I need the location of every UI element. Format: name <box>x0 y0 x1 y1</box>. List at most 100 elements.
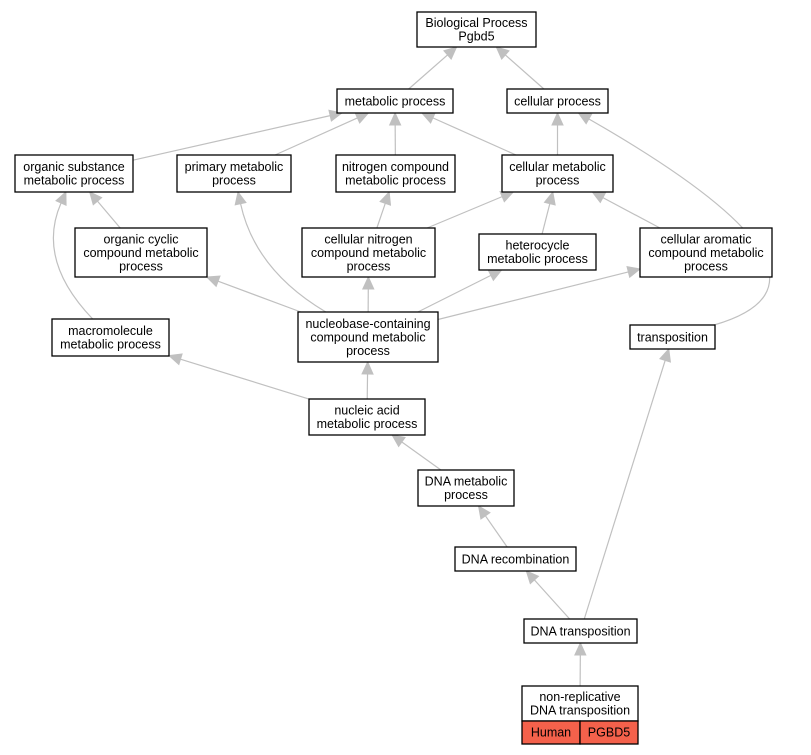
node-label-line: metabolic process <box>60 338 161 352</box>
arrowhead-dna_metabolic_process-to-nucleic_acid_metabolic_process <box>391 434 406 448</box>
node-label-line: process <box>444 488 488 502</box>
node-box <box>301 227 436 278</box>
node-label-line: nitrogen compound <box>342 160 449 174</box>
annotation-row: Human PGBD5 <box>521 720 639 745</box>
node-box <box>523 618 638 644</box>
node-label-line: Biological Process <box>425 16 527 30</box>
node-label-line: process <box>536 174 580 188</box>
arrowhead-cellular_nitrogen_compound_metabolic_process-to-cellular_metabolic_process <box>499 191 515 203</box>
edge-dna_recombination-to-dna_metabolic_process <box>484 515 508 548</box>
edge-nucleic_acid_metabolic_process-to-macromolecule_metabolic_process <box>180 358 310 400</box>
node-label-line: cellular metabolic <box>509 160 606 174</box>
node-box <box>308 398 426 436</box>
node-box <box>176 154 292 193</box>
edge-primary_metabolic_process-to-metabolic_process <box>274 117 358 156</box>
arrowhead-dna_transposition-to-dna_recombination <box>525 570 540 585</box>
edge-dna_transposition-to-transposition <box>583 360 666 620</box>
edge-nucleobase_containing_compound_metabolic_process-to-cellular_aromatic_compound_metabolic_process <box>437 271 629 321</box>
node-label-line: compound metabolic <box>310 330 425 344</box>
arrowhead-primary_metabolic_process-to-metabolic_process <box>354 112 370 124</box>
edge-dna_transposition-to-dna_recombination <box>533 579 571 620</box>
node-label-line: DNA metabolic <box>425 475 508 489</box>
node-label-line: DNA transposition <box>530 704 630 718</box>
node-label-line: metabolic process <box>345 174 446 188</box>
arrowhead-cellular_aromatic_compound_metabolic_process-to-cellular_metabolic_process <box>591 191 607 204</box>
node-box <box>501 154 614 193</box>
edge-cellular_process-to-biological_process <box>504 54 545 90</box>
node-box <box>506 88 609 114</box>
node-label-line: metabolic process <box>317 417 418 431</box>
edge-macromolecule_metabolic_process-to-organic_substance_metabolic_process <box>52 202 94 320</box>
node-label-line: cellular aromatic <box>660 232 751 246</box>
node-metabolic-process[interactable]: metabolic process <box>336 88 454 114</box>
arrowhead-macromolecule_metabolic_process-to-organic_substance_metabolic_process <box>55 190 67 206</box>
arrowhead-nucleobase_containing_compound_metabolic_process-to-cellular_nitrogen_compound_metabolic_process <box>362 275 375 290</box>
edge-nucleobase_containing_compound_metabolic_process-to-primary_metabolic_process <box>239 203 327 313</box>
arrowhead-nucleobase_containing_compound_metabolic_process-to-organic_cyclic_compound_metabolic_process <box>205 275 221 288</box>
edge-cellular_metabolic_process-to-metabolic_process <box>432 117 517 156</box>
node-transposition[interactable]: transposition <box>629 324 716 350</box>
node-dna-recombination[interactable]: DNA recombination <box>454 546 577 572</box>
arrowhead-nucleobase_containing_compound_metabolic_process-to-cellular_aromatic_compound_metabolic_process <box>626 265 642 279</box>
node-label-line: process <box>212 174 256 188</box>
node-label-line: process <box>119 259 163 273</box>
annotation-gene-cell <box>579 720 639 745</box>
edge-metabolic_process-to-biological_process <box>408 54 448 90</box>
node-cellular-process[interactable]: cellular process <box>506 88 609 114</box>
annotation-species-label: Human <box>531 726 571 740</box>
arrowhead-metabolic_process-to-biological_process <box>443 46 458 60</box>
node-label-line: heterocycle <box>506 239 570 253</box>
arrowhead-cellular_process-to-biological_process <box>495 46 510 60</box>
edge-dna_metabolic_process-to-nucleic_acid_metabolic_process <box>401 441 442 471</box>
edges <box>52 46 771 687</box>
node-label-line: compound metabolic <box>648 246 763 260</box>
node-label-line: cellular nitrogen <box>324 232 412 246</box>
arrowhead-cellular_metabolic_process-to-metabolic_process <box>420 112 436 124</box>
edge-cellular_nitrogen_compound_metabolic_process-to-cellular_metabolic_process <box>426 196 503 229</box>
edge-organic_cyclic_compound_metabolic_process-to-organic_substance_metabolic_process <box>96 200 121 229</box>
arrowhead-nitrogen_compound_metabolic_process-to-metabolic_process <box>388 111 402 126</box>
node-dna-transposition[interactable]: DNA transposition <box>523 618 638 644</box>
arrowhead-transposition-to-cellular_process <box>577 112 593 125</box>
edge-organic_substance_metabolic_process-to-metabolic_process <box>132 115 331 161</box>
node-box <box>478 233 597 271</box>
node-label-line: cellular process <box>514 94 601 108</box>
edge-cellular_aromatic_compound_metabolic_process-to-cellular_metabolic_process <box>602 197 661 229</box>
annotation-gene-label: PGBD5 <box>588 726 630 740</box>
node-box <box>454 546 577 572</box>
node-label-line: metabolic process <box>24 174 125 188</box>
node-label-line: metabolic process <box>487 252 588 266</box>
arrowhead-dna_recombination-to-dna_metabolic_process <box>477 505 491 520</box>
node-box <box>335 154 456 193</box>
node-box <box>416 11 537 48</box>
node-label-line: compound metabolic <box>83 246 198 260</box>
arrowhead-nucleobase_containing_compound_metabolic_process-to-primary_metabolic_process <box>234 190 247 206</box>
node-label-line: organic substance <box>23 160 125 174</box>
node-label-line: process <box>346 344 390 358</box>
arrowhead-nucleic_acid_metabolic_process-to-nucleobase_containing_compound_metabolic_process <box>361 360 374 375</box>
node-label-line: metabolic process <box>345 94 446 108</box>
node-label-line: DNA transposition <box>530 624 630 638</box>
node-box <box>521 685 639 722</box>
node-box <box>336 88 454 114</box>
node-box <box>417 469 515 507</box>
node-label-line: process <box>347 259 391 273</box>
edge-transposition-to-cellular_process <box>588 118 771 326</box>
node-box <box>297 311 439 363</box>
